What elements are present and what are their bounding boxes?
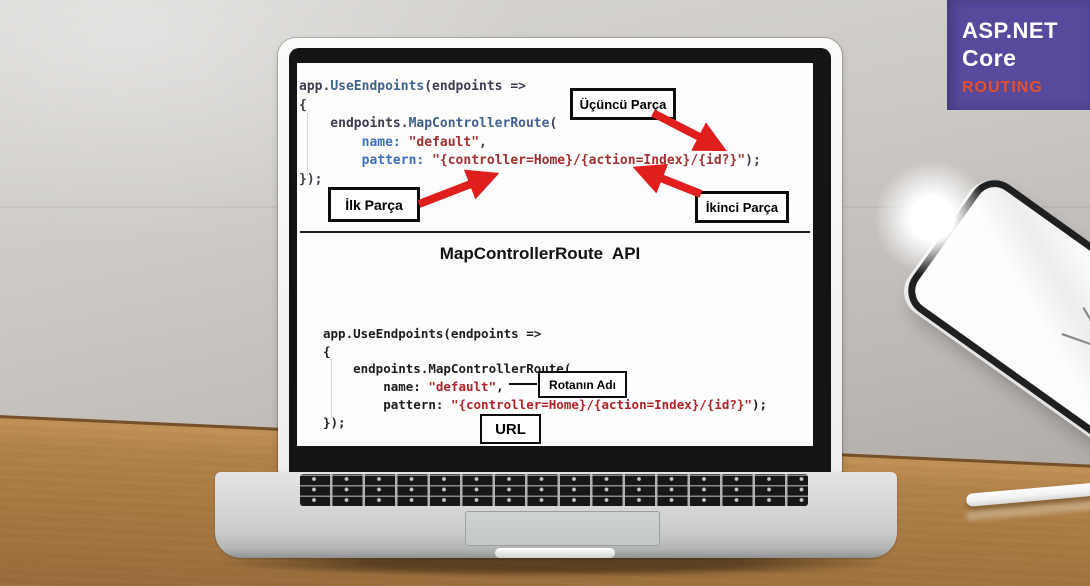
smartphone [898,169,1090,526]
laptop-screen: app.UseEndpoints(endpoints =>{ endpoints… [297,63,813,446]
laptop-keyboard [300,474,808,506]
callout-third-part: Üçüncü Parça [570,88,676,120]
callout-second-part: İkinci Parça [695,191,789,223]
callout-third-part-label: Üçüncü Parça [579,96,667,112]
section-divider [300,231,810,233]
phone-sketch-marks [1061,307,1090,353]
callout-first-part-label: İlk Parça [345,196,403,213]
badge-subtitle-routing: ROUTING [962,79,1043,96]
callout-url-label: URL [495,420,526,438]
callout-first-part: İlk Parça [328,187,420,222]
indent-guide [331,359,332,417]
laptop-lid-notch [495,548,615,558]
callout-route-name-label: Rotanın Adı [549,377,616,392]
badge-title-core: Core [962,45,1017,71]
aspnet-core-badge: ASP.NET Core ROUTING [947,0,1090,110]
code-block-top: app.UseEndpoints(endpoints =>{ endpoints… [299,79,761,187]
callout-route-name: Rotanın Adı [538,371,627,398]
light-flare [872,158,992,278]
code-block-bottom: app.UseEndpoints(endpoints =>{ endpoints… [323,326,768,430]
laptop-trackpad [465,511,660,546]
section-heading: MapControllerRoute API [439,244,641,263]
callout-second-part-label: İkinci Parça [705,199,779,215]
indent-guide [307,113,308,175]
badge-title-aspnet: ASP.NET [962,18,1059,43]
laptop-base [215,472,897,558]
callout-url: URL [480,414,541,444]
